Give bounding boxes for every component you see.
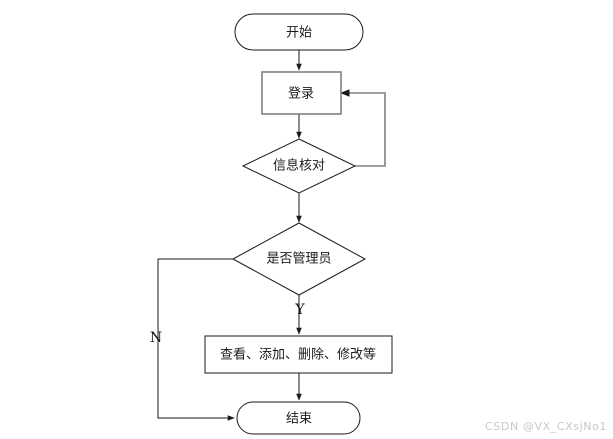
operations-label: 查看、添加、删除、修改等 <box>220 347 376 363</box>
edge-verify-back-to-login <box>340 89 386 167</box>
node-end[interactable]: 结束 <box>236 401 361 435</box>
is-admin-shape <box>231 222 367 296</box>
login-label: 登录 <box>288 87 314 102</box>
is-admin-label: 是否管理员 <box>266 252 331 267</box>
node-start[interactable]: 开始 <box>234 13 364 51</box>
watermark-text: CSDN @VX_CXsjNo1 <box>485 420 607 433</box>
branch-label-yes: Y <box>294 302 305 318</box>
branch-label-no: N <box>150 330 162 346</box>
node-is-admin[interactable]: 是否管理员 <box>231 222 367 296</box>
end-label: 结束 <box>286 412 312 427</box>
verify-shape <box>241 138 357 194</box>
verify-label: 信息核对 <box>273 158 325 174</box>
operations-shape <box>204 335 393 374</box>
end-shape <box>236 401 361 435</box>
node-verify[interactable]: 信息核对 <box>241 138 357 194</box>
edge-isadmin-no-to-end <box>157 258 235 421</box>
start-label: 开始 <box>286 26 312 41</box>
start-shape <box>234 13 364 51</box>
node-login[interactable]: 登录 <box>261 71 342 115</box>
node-operations[interactable]: 查看、添加、删除、修改等 <box>204 335 393 374</box>
login-shape <box>261 71 342 115</box>
